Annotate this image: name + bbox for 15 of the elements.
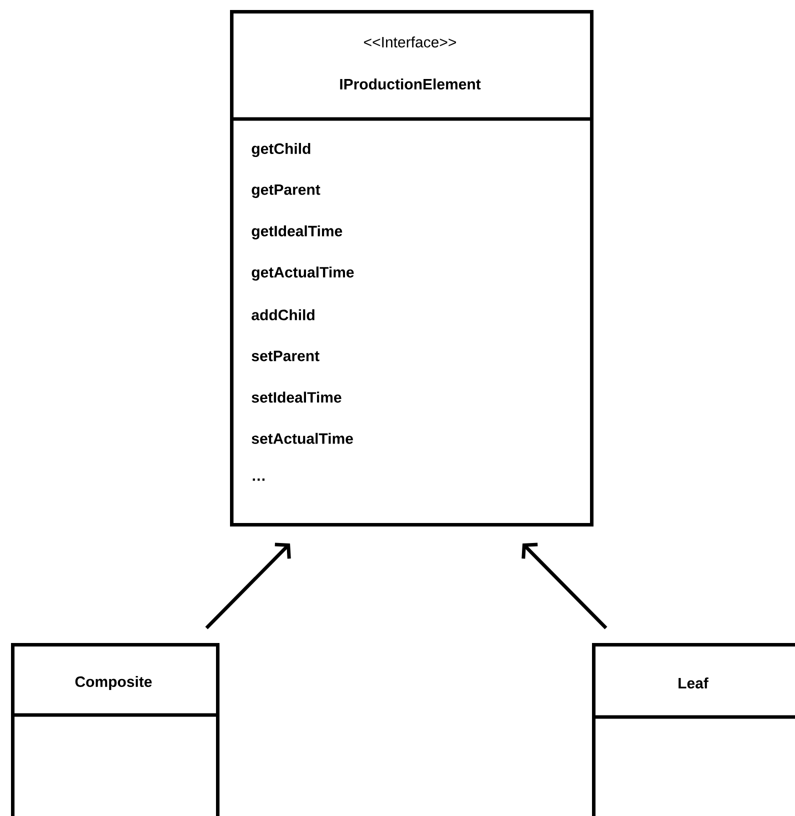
class-name: Composite [75,676,152,690]
method-name: setParent [252,350,320,362]
method-name: addChild [252,309,314,320]
class-name: Leaf [678,678,708,688]
method-name: getActualTime [252,266,354,281]
method-name: … [252,478,264,481]
method-name: setIdealTime [252,392,342,403]
arrow [522,542,608,630]
method-name: setActualTime [252,432,353,444]
class-name: IProductionElement [340,78,481,90]
stereotype-label: <<Interface>> [364,36,456,48]
method-name: getParent [252,184,320,198]
method-name: getChild [252,142,310,158]
method-name: getIdealTime [252,225,342,240]
arrow [205,542,291,630]
